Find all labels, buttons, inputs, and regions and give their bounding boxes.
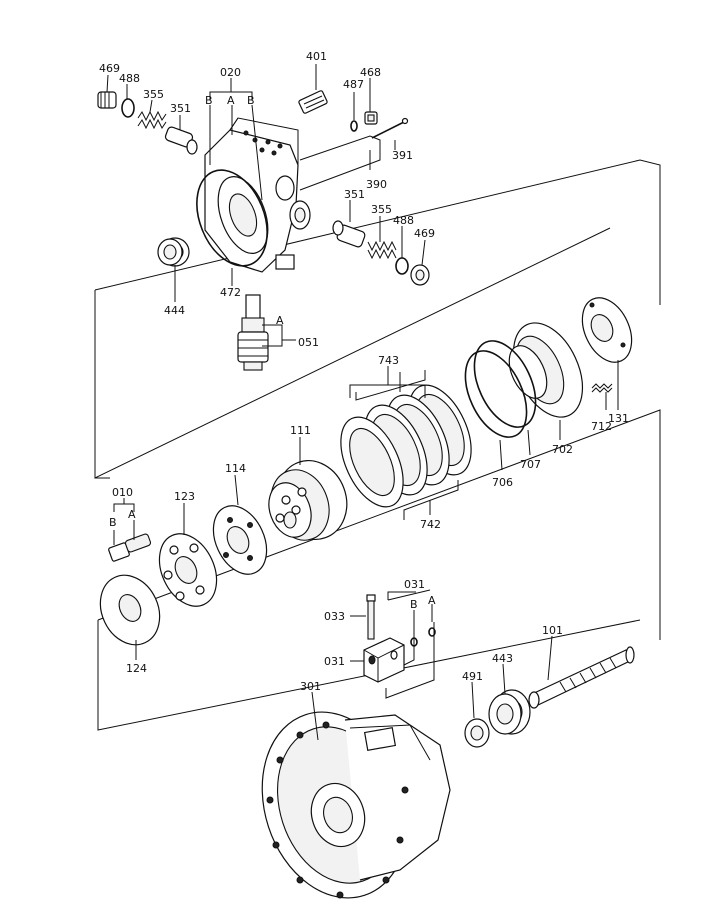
label-487: 487	[343, 78, 364, 91]
valve-cover-group	[97, 90, 430, 371]
label-488-top: 488	[119, 72, 140, 85]
plug-468	[364, 111, 378, 125]
label-020-b1: B	[205, 94, 213, 107]
leader-lines	[106, 64, 619, 741]
label-742: 742	[420, 518, 441, 531]
label-706: 706	[492, 476, 513, 489]
bolt-033	[366, 594, 376, 640]
plug-469-top	[97, 91, 117, 109]
label-031-b: B	[410, 598, 418, 611]
valve-block-031	[363, 637, 405, 683]
label-020-b2: B	[247, 94, 255, 107]
label-031-a: A	[428, 594, 436, 607]
label-702: 702	[552, 443, 573, 456]
label-123: 123	[174, 490, 195, 503]
valve-cover-020	[204, 117, 311, 273]
label-743: 743	[378, 354, 399, 367]
swash-plate-124	[99, 574, 161, 646]
label-051-a: A	[276, 314, 284, 327]
casing-301	[261, 711, 451, 899]
label-390: 390	[366, 178, 387, 191]
valve-plate-131	[581, 297, 633, 363]
piston-010	[108, 533, 152, 562]
label-351-right: 351	[344, 188, 365, 201]
label-472: 472	[220, 286, 241, 299]
o-ring-488-top	[121, 98, 135, 118]
label-469-right: 469	[414, 227, 435, 240]
label-468: 468	[360, 66, 381, 79]
label-111: 111	[290, 424, 311, 437]
part-labels: 469 488 355 351 020 B A B 401 487 468 39…	[99, 50, 629, 693]
o-ring-706	[464, 350, 528, 438]
friction-plates-742	[340, 416, 404, 508]
cylinder-block-111	[268, 460, 348, 541]
label-033: 033	[324, 610, 345, 623]
spool-351-right	[332, 220, 366, 248]
label-020: 020	[220, 66, 241, 79]
label-355-right: 355	[371, 203, 392, 216]
spring-355-right	[367, 240, 397, 260]
label-488-right: 488	[393, 214, 414, 227]
label-010: 010	[112, 486, 133, 499]
o-ring-488-right	[395, 257, 409, 275]
spring-355-top	[137, 110, 167, 130]
lower-group	[261, 589, 635, 899]
label-031: 031	[324, 655, 345, 668]
label-712: 712	[591, 420, 612, 433]
output-shaft-101	[528, 646, 635, 709]
label-031-top: 031	[404, 578, 425, 591]
brake-group	[99, 297, 633, 646]
pin-391	[371, 117, 409, 139]
spool-351-top	[164, 126, 198, 155]
o-ring-472	[196, 169, 268, 267]
relief-valve-051	[237, 294, 269, 371]
label-491: 491	[462, 670, 483, 683]
label-707: 707	[520, 458, 541, 471]
label-444: 444	[164, 304, 185, 317]
label-114: 114	[225, 462, 246, 475]
ring-487	[350, 120, 358, 132]
label-101: 101	[542, 624, 563, 637]
piston-assembly-123	[158, 533, 218, 607]
section-frames	[94, 159, 661, 731]
label-131: 131	[608, 412, 629, 425]
label-010-a: A	[128, 508, 136, 521]
label-020-a: A	[227, 94, 235, 107]
label-010-b: B	[109, 516, 117, 529]
label-391: 391	[392, 149, 413, 162]
label-301: 301	[300, 680, 321, 693]
plug-469-right	[410, 264, 430, 286]
leader-390	[299, 135, 381, 191]
label-355-top: 355	[143, 88, 164, 101]
label-351-top: 351	[170, 102, 191, 115]
plug-401	[298, 90, 328, 114]
label-469-top: 469	[99, 62, 120, 75]
label-443: 443	[492, 652, 513, 665]
label-051: 051	[298, 336, 319, 349]
brake-piston-702	[508, 322, 584, 418]
label-124: 124	[126, 662, 147, 675]
bearing-443	[488, 689, 531, 735]
spring-712	[591, 383, 613, 393]
oil-seal-491	[464, 718, 490, 748]
bearing-444	[157, 237, 190, 267]
retainer-plate-114	[212, 505, 268, 575]
label-401: 401	[306, 50, 327, 63]
